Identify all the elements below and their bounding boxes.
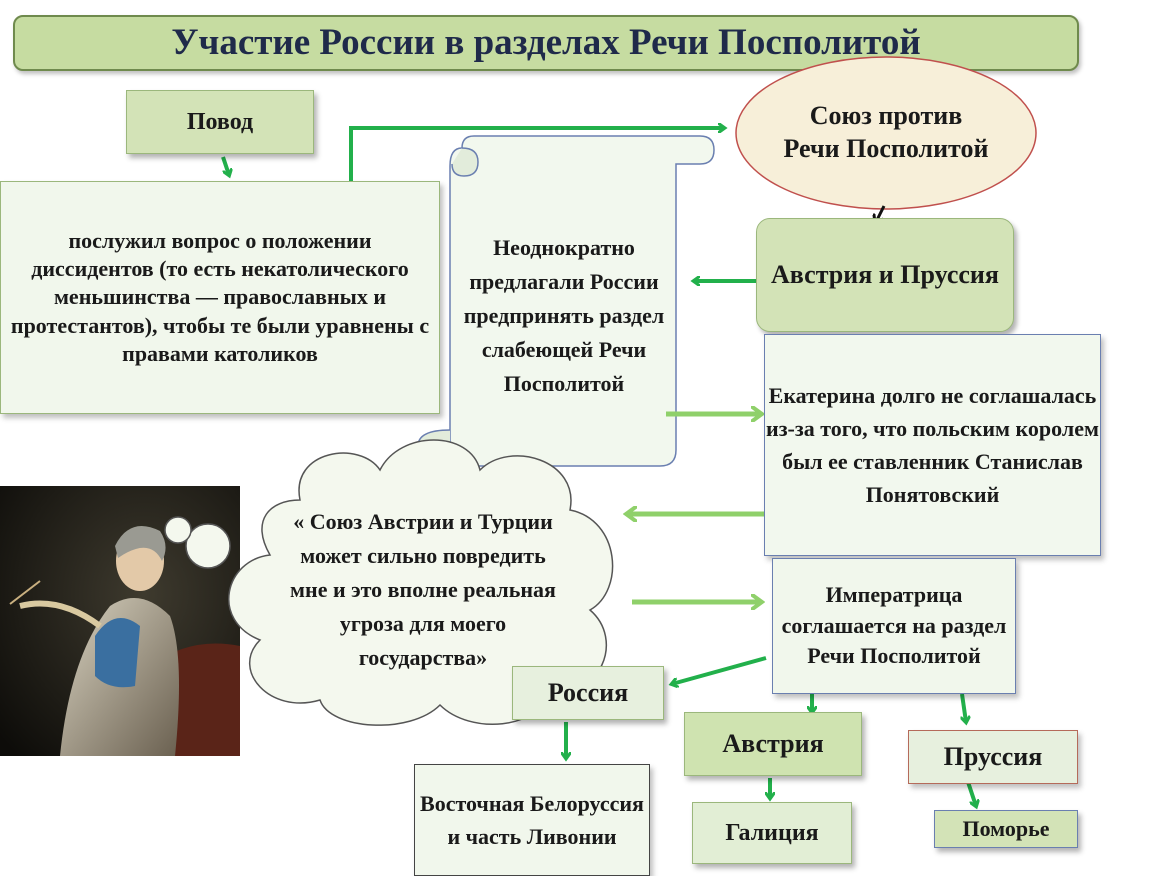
prussia-box: Пруссия bbox=[908, 730, 1078, 784]
austria-share-box: Галиция bbox=[692, 802, 852, 864]
empress-agrees-box: Императрица соглашается на раздел Речи П… bbox=[772, 558, 1016, 694]
portrait-image bbox=[0, 486, 240, 756]
russia-share-box: Восточная Белоруссия и часть Ливонии bbox=[414, 764, 650, 876]
russia-box: Россия bbox=[512, 666, 664, 720]
union-ellipse bbox=[735, 56, 1037, 210]
union-label: Союз против Речи Посполитой bbox=[783, 100, 989, 163]
povod-box: Повод bbox=[126, 90, 314, 154]
prussia-share-box: Поморье bbox=[934, 810, 1078, 848]
page-title: Участие России в разделах Речи Посполито… bbox=[13, 15, 1079, 71]
austria-prussia-box: Австрия и Пруссия bbox=[756, 218, 1014, 332]
povod-text-box: послужил вопрос о положении диссидентов … bbox=[0, 181, 440, 414]
catherine-text-box: Екатерина долго не соглашалась из-за тог… bbox=[764, 334, 1101, 556]
cloud-quote: « Союз Австрии и Турции может сильно пов… bbox=[290, 508, 556, 671]
scroll-shape bbox=[417, 135, 715, 467]
scroll-text: Неоднократно предлагали России предприня… bbox=[463, 234, 665, 397]
austria-box: Австрия bbox=[684, 712, 862, 776]
